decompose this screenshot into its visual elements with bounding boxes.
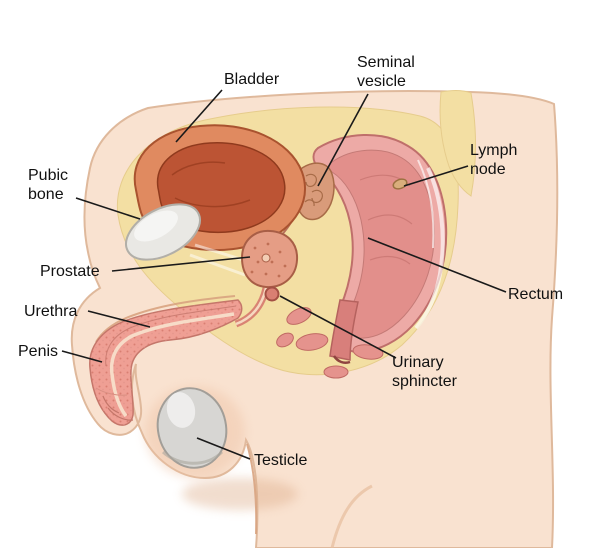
leader-line-urinary-sphincter <box>279 295 397 359</box>
bladder-rugae <box>171 161 251 208</box>
testicle-shadow <box>161 450 224 465</box>
label-pubic-bone: Pubic bone <box>28 167 69 203</box>
label-prostate: Prostate <box>40 263 100 280</box>
pubic-ligaments <box>189 243 251 277</box>
label-urethra: Urethra <box>24 303 78 320</box>
leader-line-testicle <box>196 437 251 460</box>
leader-line-bladder <box>175 89 223 143</box>
thigh-crease <box>246 443 258 535</box>
label-lymph-node: Lymph node <box>470 142 518 178</box>
leader-line-prostate <box>111 256 251 272</box>
penis-shaft-crease <box>95 295 236 343</box>
testicle-highlight <box>166 392 196 428</box>
pubic-bone-highlight <box>134 210 178 242</box>
leg-crease <box>330 484 373 548</box>
seminal-vesicle-texture <box>304 173 323 207</box>
label-rectum: Rectum <box>508 286 564 303</box>
anus-opening <box>332 355 351 364</box>
leader-line-seminal-vesicle <box>317 93 369 187</box>
leader-line-lymph-node <box>403 165 469 187</box>
leader-line-urethra <box>87 310 151 328</box>
prostate-texture <box>250 242 287 278</box>
leader-lines <box>61 89 507 460</box>
pelvic-floor-muscles <box>276 307 384 379</box>
label-bladder: Bladder <box>224 71 280 88</box>
glans-folds <box>102 395 134 421</box>
label-testicle: Testicle <box>254 452 308 469</box>
label-urinary-sphincter: Urinary sphincter <box>392 354 457 390</box>
rectal-fascia-sheen <box>414 159 445 330</box>
corpora-boundary-line <box>105 305 237 367</box>
label-seminal-vesicle: Seminal vesicle <box>357 54 415 90</box>
leader-line-pubic-bone <box>75 197 141 220</box>
prostatic-urethra <box>261 253 271 263</box>
leader-line-penis <box>61 350 103 363</box>
penile-urethra <box>109 312 235 418</box>
leader-line-rectum <box>367 237 507 293</box>
back-fat-strip <box>439 90 476 197</box>
scrotum-shadow <box>182 478 298 510</box>
label-penis: Penis <box>18 343 59 360</box>
foreskin-fold <box>95 387 128 396</box>
lymph-node-shape <box>392 178 408 190</box>
urinary-sphincter-shape <box>264 286 280 302</box>
penis-tissue-stipple <box>89 300 242 426</box>
